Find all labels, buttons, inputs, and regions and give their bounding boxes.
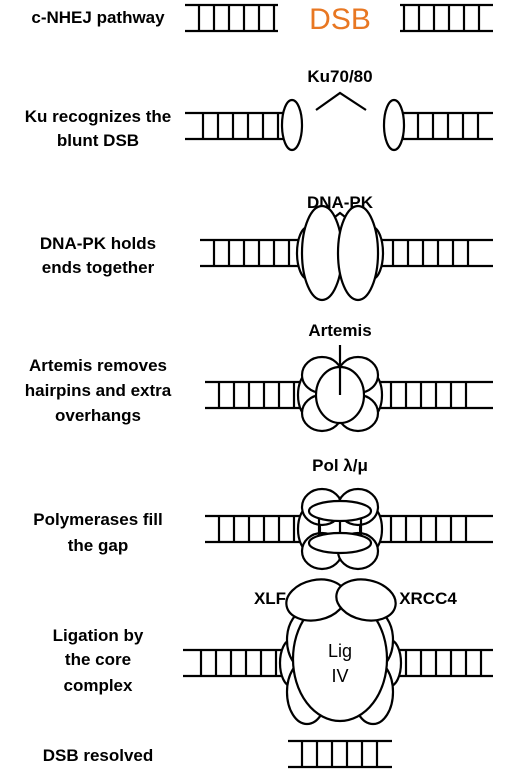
xlf-label: XLF xyxy=(254,589,286,608)
dna-segment xyxy=(390,111,493,141)
pol-mu-protein xyxy=(307,531,373,555)
step-5-polymerases: Pol λ/μ xyxy=(205,456,493,571)
step-6-ligation: XLF XRCC4 Lig IV xyxy=(183,578,493,726)
step-3-label-line-2: ends together xyxy=(42,258,155,277)
dna-segment xyxy=(375,380,493,410)
step-labels: c-NHEJ pathway Ku recognizes the blunt D… xyxy=(25,8,172,765)
artemis-label: Artemis xyxy=(308,321,371,340)
pol-lambda-protein xyxy=(307,499,373,523)
dnapkcs-left-protein xyxy=(300,204,344,302)
xrcc4-protein xyxy=(335,578,397,622)
dna-segment xyxy=(183,648,290,678)
dna-segment xyxy=(392,648,493,678)
step-7-resolved-dna xyxy=(288,739,392,769)
lig-label-line-2: IV xyxy=(331,666,348,686)
step-6-label-line-1: Ligation by xyxy=(53,626,144,645)
ku-pointer xyxy=(315,91,367,111)
step-6-label-line-2: the core xyxy=(65,650,131,669)
xrcc4-label: XRCC4 xyxy=(399,589,457,608)
dna-segment xyxy=(185,111,290,141)
step-2-label-line-2: blunt DSB xyxy=(57,131,139,150)
step-2-label-line-1: Ku recognizes the xyxy=(25,107,171,126)
dnapkcs-right-protein xyxy=(336,204,380,302)
dna-segment xyxy=(378,238,493,268)
step-1-dna: DSB xyxy=(185,3,493,36)
dna-segment xyxy=(205,514,305,544)
ku70-protein xyxy=(280,98,304,152)
step-2-ku: Ku70/80 xyxy=(185,67,493,152)
step-3-dnapk: DNA-PK xyxy=(200,193,493,302)
dna-segment xyxy=(205,380,305,410)
step-3-label-line-1: DNA-PK holds xyxy=(40,234,156,253)
step-4-label-line-1: Artemis removes xyxy=(29,356,167,375)
lig-label-line-1: Lig xyxy=(328,641,352,661)
dna-segment xyxy=(400,3,493,33)
ku-label: Ku70/80 xyxy=(307,67,372,86)
dna-segment xyxy=(185,3,278,33)
dsb-label: DSB xyxy=(309,3,371,36)
ku80-protein xyxy=(382,98,406,152)
dna-segment xyxy=(375,514,493,544)
step-1-label: c-NHEJ pathway xyxy=(31,8,165,27)
step-4-artemis: Artemis xyxy=(205,321,493,433)
step-4-label-line-3: overhangs xyxy=(55,406,141,425)
step-5-label-line-2: the gap xyxy=(68,536,128,555)
step-5-label-line-1: Polymerases fill xyxy=(33,510,162,529)
dna-segment xyxy=(200,238,302,268)
step-4-label-line-2: hairpins and extra xyxy=(25,381,172,400)
step-7-label: DSB resolved xyxy=(43,746,154,765)
step-6-label-line-3: complex xyxy=(64,676,134,695)
pol-label: Pol λ/μ xyxy=(312,456,368,475)
